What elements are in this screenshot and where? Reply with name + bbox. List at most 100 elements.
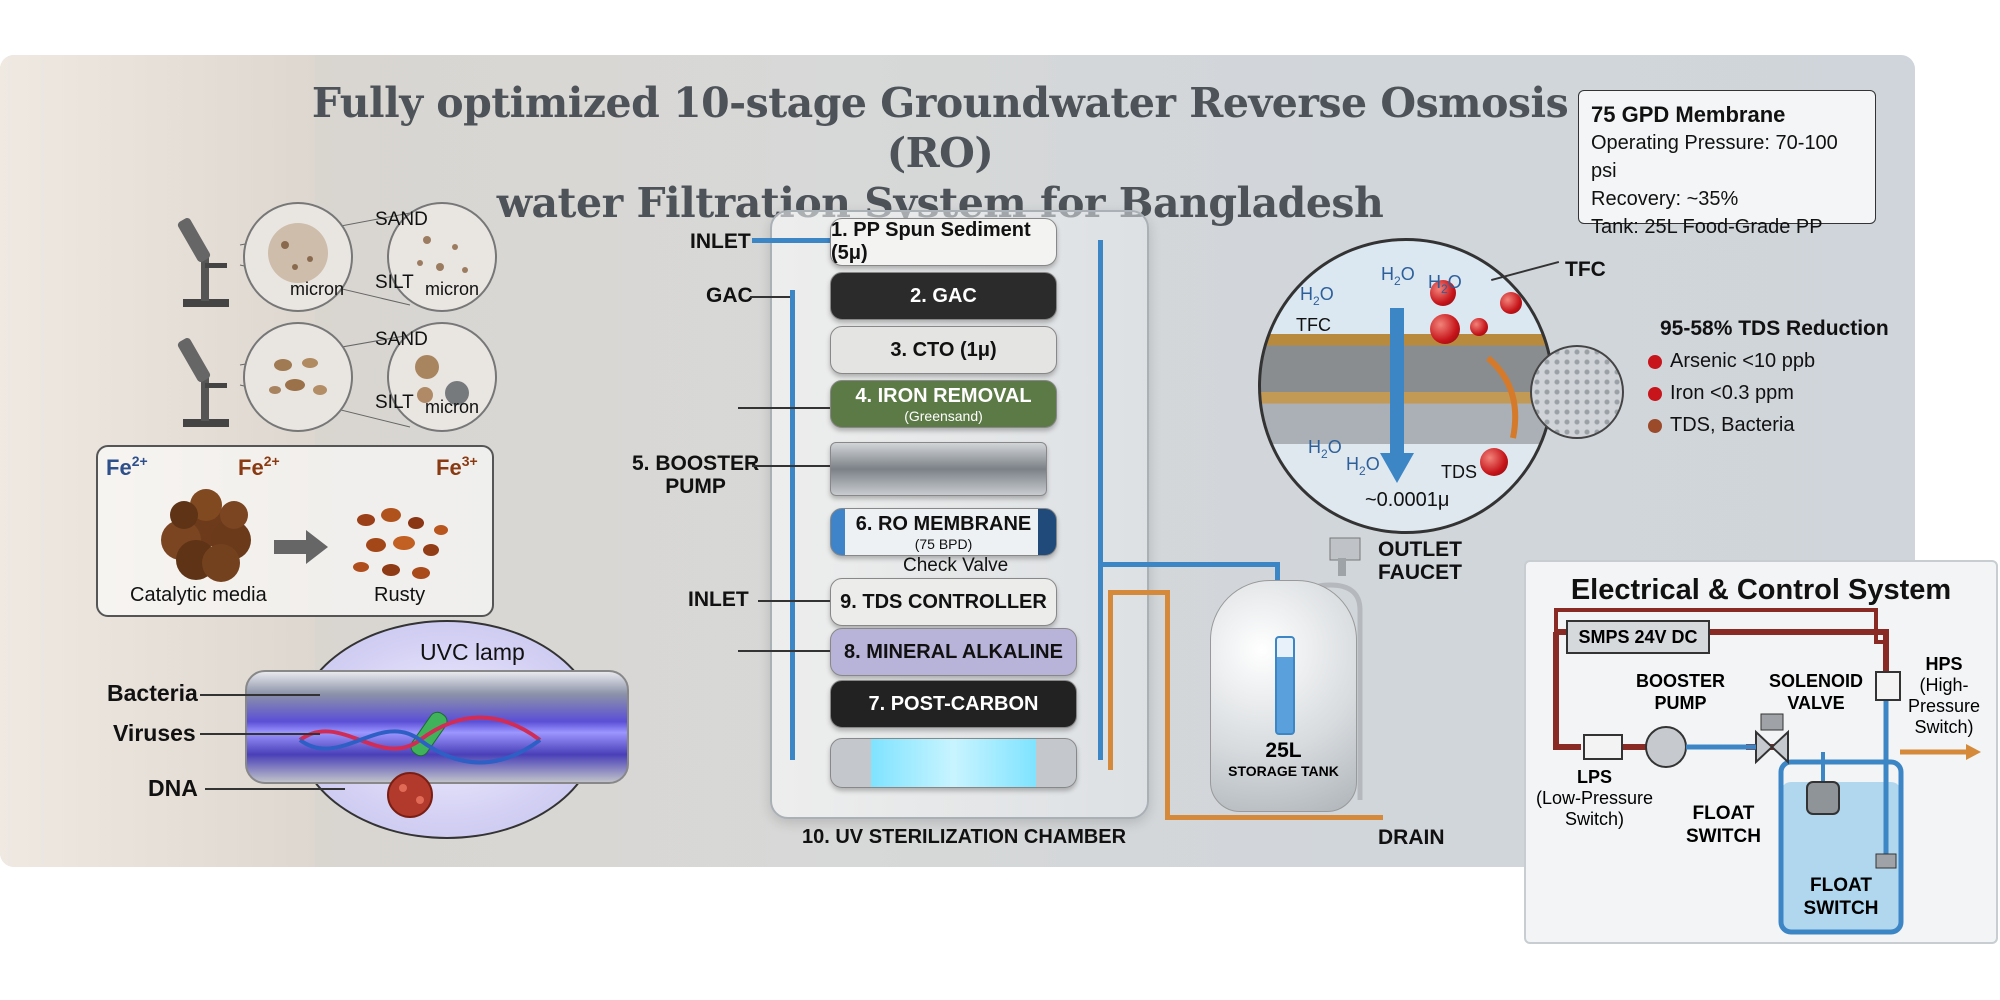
uv-microbe-illustration: UVC lamp: [298, 639, 542, 818]
catalytic-media-label: Catalytic media: [130, 584, 268, 606]
contaminant-particle: [1500, 292, 1522, 314]
contaminant-particle: [1480, 448, 1508, 476]
tank-feed-line: [1275, 562, 1280, 592]
h2o-label-2: H2O: [1381, 264, 1415, 288]
mineral-leader: [738, 650, 830, 652]
filter-6-sublabel: (75 BPD): [914, 535, 973, 552]
iron-oxidation-illustration: Fe2+ Fe2+ Fe3+ Catalytic media Rusty: [106, 453, 478, 606]
booster-pump-label: 5. BOOSTER PUMP: [632, 452, 759, 498]
microscope-icon-top: [177, 218, 229, 307]
catalytic-media-cluster: [161, 489, 251, 582]
uv-sterilization-chamber: [830, 738, 1077, 788]
booster-pump-symbol: [1645, 726, 1687, 768]
membrane-annotations: H2O H2O H2O H2O H2O TFC TDS ~0.0001μ: [1296, 264, 1519, 511]
return-flow-line-left: [790, 290, 795, 760]
electrical-panel-title: Electrical & Control System: [1570, 574, 1952, 606]
filter-2-gac: 2. GAC: [830, 272, 1057, 320]
dna-leader: [205, 788, 345, 790]
drain-line-vertical: [1108, 590, 1113, 770]
removal-item-arsenic: Arsenic <10 ppb: [1648, 350, 1815, 373]
sand-label-top: SAND: [375, 209, 428, 230]
micron-magnified-bottom: [387, 322, 497, 432]
removal-item-label: Arsenic <10 ppb: [1670, 350, 1816, 372]
filter-3-cto: 3. CTO (1μ): [830, 326, 1057, 374]
float-switch-line-2: SWITCH: [1686, 826, 1761, 847]
bacteria-leader: [200, 694, 320, 696]
booster-pump-unit: [830, 442, 1047, 496]
filter-8-label: 8. MINERAL ALKALINE: [844, 640, 1063, 663]
sand-label-bottom: SAND: [375, 329, 428, 350]
pore-size-label: ~0.0001μ: [1365, 489, 1449, 511]
control-circuit-diagram: [1553, 608, 1981, 935]
catalytic-media-box: [96, 445, 494, 617]
filter-9-label: 9. TDS CONTROLLER: [840, 590, 1047, 613]
lps-switch-icon: [1583, 734, 1623, 760]
tfc-inner-label: TFC: [1296, 315, 1331, 335]
hps-line-2: (High-: [1919, 675, 1969, 695]
membrane-spec-box: 75 GPD Membrane Operating Pressure: 70-1…: [1578, 90, 1876, 238]
hps-line-4: Switch): [1914, 717, 1974, 737]
solenoid-line-2: VALVE: [1787, 693, 1845, 713]
viruses-label: Viruses: [113, 720, 196, 746]
hps-line-1: HPS: [1925, 654, 1963, 674]
float-tank-line-2: SWITCH: [1803, 898, 1879, 919]
outlet-faucet-label: OUTLET FAUCET: [1378, 538, 1462, 584]
hps-caption: HPS (High- Pressure Switch): [1908, 654, 1980, 738]
rusty-particles: [353, 508, 448, 579]
removal-item-label: TDS, Bacteria: [1670, 414, 1795, 436]
float-tank-line-1: FLOAT: [1810, 875, 1872, 896]
filter-7-label: 7. POST-CARBON: [868, 692, 1039, 715]
filter-9-tds-controller: 9. TDS CONTROLLER: [830, 578, 1057, 626]
solenoid-valve-icon: [1755, 729, 1789, 765]
solenoid-line-1: SOLENOID: [1769, 671, 1864, 691]
float-switch-line-1: FLOAT: [1692, 803, 1755, 824]
filter-4-label: 4. IRON REMOVAL: [855, 384, 1032, 407]
filter-8-mineral-alkaline: 8. MINERAL ALKALINE: [830, 628, 1077, 676]
micron-label-top-right: micron: [425, 279, 479, 299]
permeate-arrow-icon: [1380, 453, 1414, 483]
spec-heading: 75 GPD Membrane: [1591, 102, 1786, 127]
bacteria-label: Bacteria: [107, 680, 198, 706]
h2o-label-3: H2O: [1428, 272, 1462, 296]
booster-pump-line-1: 5. BOOSTER: [632, 452, 760, 475]
float-tank-caption: FLOAT SWITCH: [1781, 874, 1901, 920]
uv-chamber-label: 10. UV STERILIZATION CHAMBER: [802, 826, 1127, 848]
fe2-left-label: Fe2+: [106, 453, 148, 480]
filter-6-ro-membrane: 6. RO MEMBRANE (75 BPD): [830, 508, 1057, 556]
gac-leader: [750, 296, 790, 298]
filter-4-sublabel: (Greensand): [904, 407, 983, 424]
filter-1-label: 1. PP Spun Sediment (5μ): [831, 219, 1031, 264]
tds-reduction-heading: 95-58% TDS Reduction: [1660, 317, 1889, 340]
filter-4-iron-removal: 4. IRON REMOVAL (Greensand): [830, 380, 1057, 428]
uvc-lamp-label: UVC lamp: [420, 639, 525, 665]
spec-pressure: Operating Pressure: 70-100 psi: [1591, 132, 1838, 182]
red-dot-icon: [1648, 354, 1662, 369]
tank-volume-label: 25L: [1265, 739, 1302, 762]
silt-label-bottom: SILT: [375, 392, 414, 413]
product-water-line: [1098, 562, 1278, 567]
electrical-control-panel: Electrical & Control System SMPS 24V DC: [1524, 560, 1998, 944]
red-dot-icon: [1648, 386, 1662, 401]
booster-line-1: BOOSTER: [1636, 671, 1726, 691]
filter-7-post-carbon: 7. POST-CARBON: [830, 680, 1077, 728]
tds-inner-label: TDS: [1441, 462, 1477, 482]
lps-line-2: (Low-Pressure: [1536, 788, 1654, 808]
storage-tank: 25L STORAGE TANK: [1210, 580, 1357, 812]
drain-label: DRAIN: [1378, 826, 1445, 849]
micron-label-bottom: micron: [425, 397, 479, 417]
tank-level-gauge: [1275, 636, 1295, 735]
spec-tank: Tank: 25L Food-Grade PP: [1591, 216, 1823, 238]
filter-1-pp-sediment: 1. PP Spun Sediment (5μ): [830, 218, 1057, 266]
micron-label-top-left: micron: [290, 279, 344, 299]
return-flow-line-right: [1098, 240, 1103, 760]
micron-magnified-top: [387, 202, 497, 312]
virus-icon: [387, 772, 433, 818]
booster-line-2: PUMP: [1654, 693, 1707, 713]
spec-recovery: Recovery: ~35%: [1591, 188, 1739, 210]
membrane-pore-closeup: [1530, 345, 1624, 439]
contaminant-particle: [1470, 318, 1488, 336]
title-line-1: Fully optimized 10-stage Groundwater Rev…: [311, 79, 1569, 177]
h2o-label-1: H2O: [1300, 284, 1334, 308]
silt-label-top: SILT: [375, 272, 414, 293]
